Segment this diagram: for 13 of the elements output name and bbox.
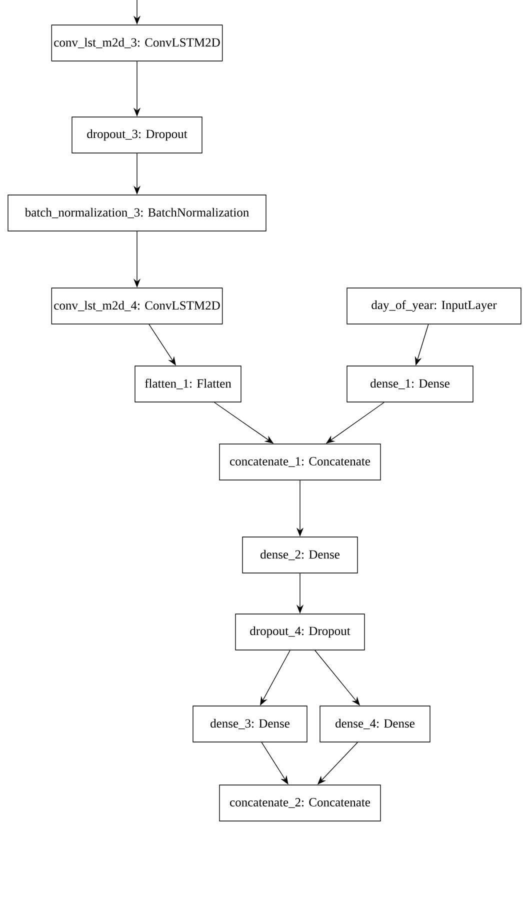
layer-box: concatenate_2: Concatenate	[219, 784, 381, 822]
layer-box: conv_lst_m2d_4: ConvLSTM2D	[51, 288, 223, 324]
layer-box: dense_4: Dense	[320, 706, 430, 742]
layer-box: batch_normalization_3: BatchNormalization	[8, 194, 266, 232]
layer-box: concatenate_1: Concatenate	[219, 444, 381, 480]
layer-box: dense_2: Dense	[242, 536, 358, 574]
layer-box: conv_lst_m2d_3: ConvLSTM2D	[51, 24, 223, 62]
layer-box: dropout_4: Dropout	[235, 614, 365, 650]
layer-box: dense_1: Dense	[346, 366, 474, 402]
layer-box: flatten_1: Flatten	[134, 366, 242, 402]
layer-box: day_of_year: InputLayer	[346, 288, 522, 324]
layer-box: dense_3: Dense	[192, 706, 308, 742]
layer-box: dropout_3: Dropout	[72, 116, 202, 154]
